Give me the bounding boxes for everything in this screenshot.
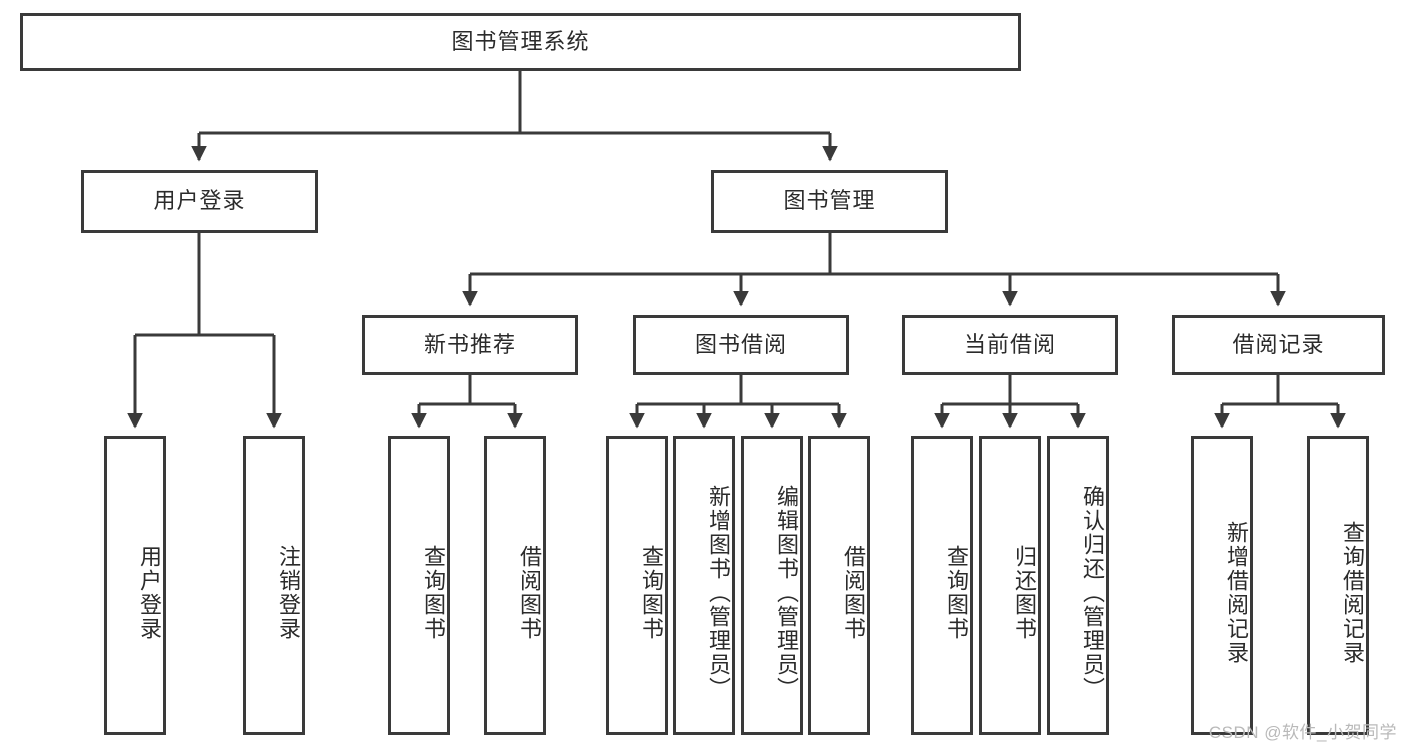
- leaf-book-borrow-query[interactable]: 查询图书: [606, 436, 668, 735]
- node-label: 归还图书: [1012, 544, 1037, 641]
- node-label: 图书管理: [783, 188, 876, 214]
- leaf-book-borrow-edit[interactable]: 编辑图书（管理员）: [741, 436, 803, 735]
- leaf-book-borrow-add[interactable]: 新增图书（管理员）: [673, 436, 735, 735]
- node-label: 编辑图书（管理员）: [774, 484, 799, 701]
- node-label: 图书借阅: [694, 331, 787, 357]
- leaf-current-borrow-query[interactable]: 查询图书: [911, 436, 973, 735]
- node-label: 借阅图书: [517, 544, 542, 641]
- node-label: 查询借阅记录: [1340, 520, 1365, 665]
- node-label: 借阅图书: [841, 544, 866, 641]
- leaf-current-borrow-return[interactable]: 归还图书: [979, 436, 1041, 735]
- node-label: 确认归还（管理员）: [1080, 484, 1105, 701]
- node-label: 当前借阅: [963, 331, 1056, 357]
- leaf-book-borrow-borrow[interactable]: 借阅图书: [808, 436, 870, 735]
- node-label: 借阅记录: [1232, 331, 1325, 357]
- node-label: 用户登录: [153, 188, 246, 214]
- node-label: 图书管理系统: [451, 28, 590, 54]
- leaf-user-login-logout[interactable]: 注销登录: [243, 436, 305, 735]
- node-current-borrow[interactable]: 当前借阅: [902, 315, 1118, 375]
- node-user-login[interactable]: 用户登录: [81, 170, 318, 233]
- watermark: CSDN @软件_小贺同学: [1208, 723, 1397, 742]
- node-label: 查询图书: [421, 544, 446, 641]
- node-label: 新增图书（管理员）: [706, 484, 731, 701]
- node-book-management[interactable]: 图书管理: [711, 170, 948, 233]
- leaf-current-borrow-confirm-return[interactable]: 确认归还（管理员）: [1047, 436, 1109, 735]
- node-label: 新书推荐: [423, 331, 516, 357]
- node-label: 用户登录: [137, 544, 162, 641]
- node-label: 注销登录: [276, 544, 301, 641]
- leaf-borrow-record-add[interactable]: 新增借阅记录: [1191, 436, 1253, 735]
- node-root-system[interactable]: 图书管理系统: [20, 13, 1021, 71]
- node-label: 查询图书: [639, 544, 664, 641]
- leaf-new-book-query[interactable]: 查询图书: [388, 436, 450, 735]
- leaf-new-book-borrow[interactable]: 借阅图书: [484, 436, 546, 735]
- node-label: 新增借阅记录: [1224, 520, 1249, 665]
- leaf-user-login-login[interactable]: 用户登录: [104, 436, 166, 735]
- node-book-borrow[interactable]: 图书借阅: [633, 315, 849, 375]
- leaf-borrow-record-query[interactable]: 查询借阅记录: [1307, 436, 1369, 735]
- node-label: 查询图书: [944, 544, 969, 641]
- node-new-book-recommend[interactable]: 新书推荐: [362, 315, 578, 375]
- node-borrow-record[interactable]: 借阅记录: [1172, 315, 1385, 375]
